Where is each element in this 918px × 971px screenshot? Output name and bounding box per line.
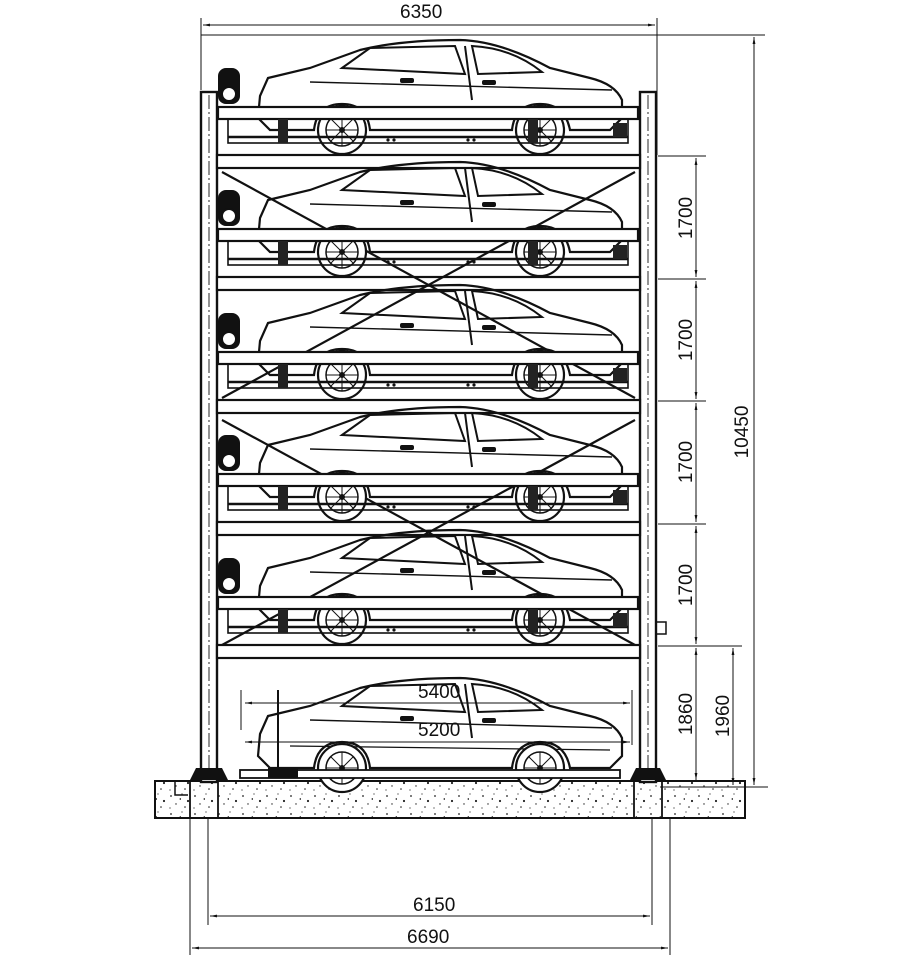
dim-top-width <box>200 18 765 155</box>
ground-level <box>239 676 633 794</box>
dim-1700-d: 1700 <box>676 564 697 606</box>
dim-car-length: 5200 <box>418 720 460 741</box>
dim-6350: 6350 <box>400 2 442 23</box>
dim-bottom-spans <box>189 818 671 955</box>
level-1 <box>216 528 640 646</box>
frame-beams <box>215 153 642 660</box>
level-2 <box>216 405 640 523</box>
level-5 <box>216 38 640 156</box>
concrete-foundation <box>154 780 746 819</box>
dim-1960: 1960 <box>713 695 734 737</box>
dim-10450: 10450 <box>732 406 753 459</box>
left-column <box>190 90 228 784</box>
dim-car-length-max: 5400 <box>418 682 460 703</box>
dim-1700-b: 1700 <box>676 319 697 361</box>
dim-1700-a: 1700 <box>676 197 697 239</box>
right-column <box>630 90 667 784</box>
dim-level-spacing <box>658 155 742 785</box>
level-3 <box>216 283 640 401</box>
dim-6690: 6690 <box>407 927 449 948</box>
dim-overall-height <box>660 37 768 788</box>
level-4 <box>216 160 640 278</box>
dim-1860: 1860 <box>676 693 697 735</box>
dim-6150: 6150 <box>413 895 455 916</box>
dim-1700-c: 1700 <box>676 441 697 483</box>
